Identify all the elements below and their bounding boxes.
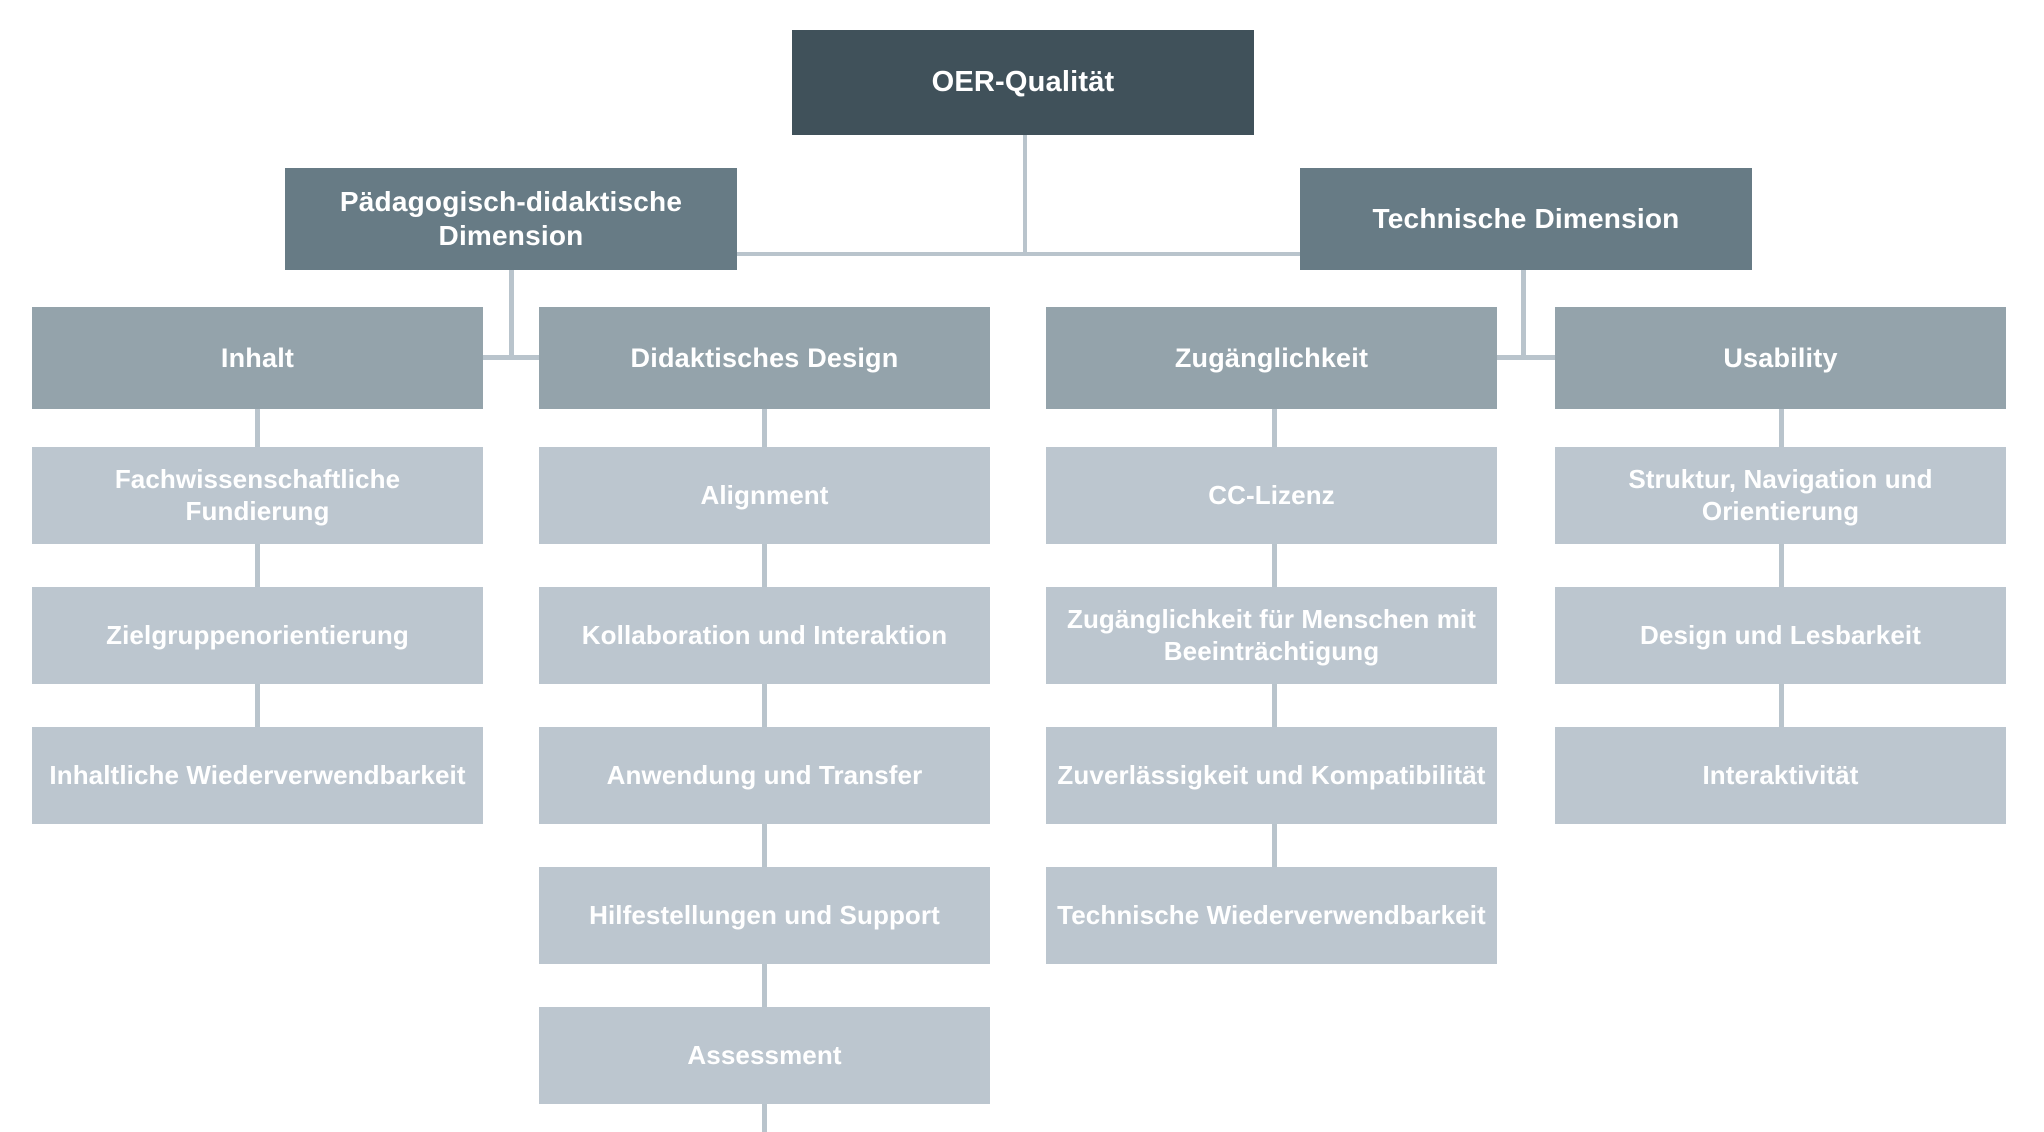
node-criterion-struktur-navigation-orientierung[interactable]: Struktur, Navigation und Orientierung — [1555, 447, 2006, 544]
connector-root-stem — [1023, 135, 1027, 254]
node-root-oer-qualitaet[interactable]: OER-Qualität — [792, 30, 1254, 135]
node-criterion-hilfestellungen-und-support[interactable]: Hilfestellungen und Support — [539, 867, 990, 964]
node-criterion-design-und-lesbarkeit[interactable]: Design und Lesbarkeit — [1555, 587, 2006, 684]
node-criterion-zuverlaessigkeit-und-kompatibilitaet[interactable]: Zuverlässigkeit und Kompatibilität — [1046, 727, 1497, 824]
connector-left-category-bus — [483, 355, 539, 360]
node-category-zugaenglichkeit[interactable]: Zugänglichkeit — [1046, 307, 1497, 409]
node-criterion-alignment[interactable]: Alignment — [539, 447, 990, 544]
connector-right-dimension-stem — [1521, 270, 1526, 358]
node-criterion-zugaenglichkeit-beeintraechtigung[interactable]: Zugänglichkeit für Menschen mit Beeinträ… — [1046, 587, 1497, 684]
connector-root-bus — [737, 252, 1309, 256]
node-criterion-assessment[interactable]: Assessment — [539, 1007, 990, 1104]
node-criterion-cc-lizenz[interactable]: CC-Lizenz — [1046, 447, 1497, 544]
node-criterion-zielgruppenorientierung[interactable]: Zielgruppenorientierung — [32, 587, 483, 684]
node-criterion-fachwissenschaftliche-fundierung[interactable]: Fachwissenschaftliche Fundierung — [32, 447, 483, 544]
node-criterion-inhaltliche-wiederverwendbarkeit[interactable]: Inhaltliche Wiederverwendbarkeit — [32, 727, 483, 824]
node-category-didaktisches-design[interactable]: Didaktisches Design — [539, 307, 990, 409]
node-category-usability[interactable]: Usability — [1555, 307, 2006, 409]
connector-left-dimension-stem — [509, 270, 514, 358]
connector-right-category-bus — [1497, 355, 1555, 360]
node-criterion-kollaboration-und-interaktion[interactable]: Kollaboration und Interaktion — [539, 587, 990, 684]
node-criterion-technische-wiederverwendbarkeit[interactable]: Technische Wiederverwendbarkeit — [1046, 867, 1497, 964]
node-dimension-technisch[interactable]: Technische Dimension — [1300, 168, 1752, 270]
node-criterion-interaktivitaet[interactable]: Interaktivität — [1555, 727, 2006, 824]
node-dimension-paedagogisch-didaktisch[interactable]: Pädagogisch-didaktische Dimension — [285, 168, 737, 270]
node-criterion-anwendung-und-transfer[interactable]: Anwendung und Transfer — [539, 727, 990, 824]
node-category-inhalt[interactable]: Inhalt — [32, 307, 483, 409]
